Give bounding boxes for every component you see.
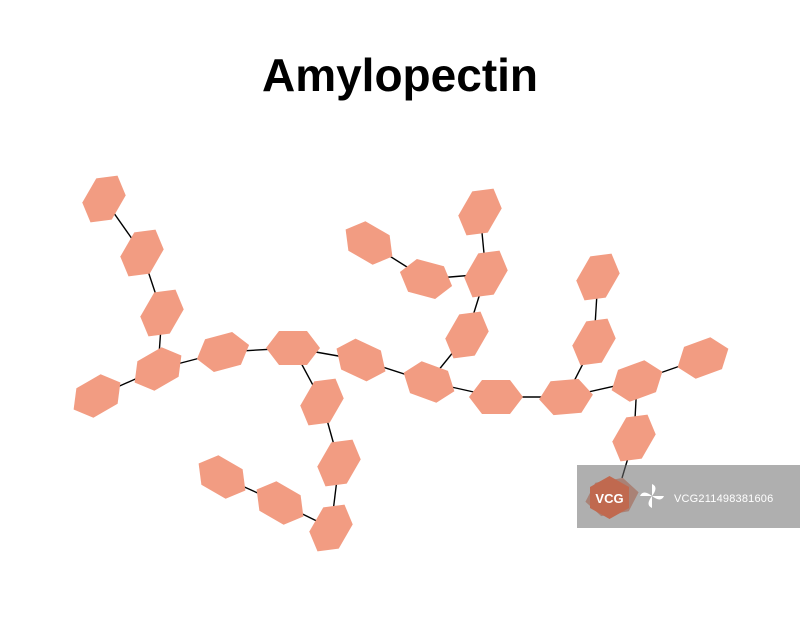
glucose-unit [403,361,455,403]
vcg-logo: VCG [590,476,629,519]
glucose-unit [612,414,656,462]
diagram-title: Amylopectin [261,49,539,101]
svg-text:VCG: VCG [595,491,623,506]
glucose-unit [300,378,344,426]
glucose-unit [134,347,182,391]
glucose-unit [469,380,523,414]
pinwheel-icon [640,484,664,508]
glucose-unit [256,481,304,525]
glucose-unit [266,331,320,365]
glucose-unit [82,175,126,223]
glucose-units [73,175,729,552]
glucose-unit [445,311,489,359]
glucose-unit [196,331,250,373]
glucose-unit [464,250,508,298]
glucose-unit [677,337,729,379]
glucose-unit [73,374,121,418]
glucose-unit [120,229,164,277]
glucose-unit [576,253,620,301]
glucose-unit [539,378,593,416]
glucose-unit [458,188,502,236]
glucose-unit [309,504,353,552]
glucose-unit [140,289,184,337]
glucose-unit [336,338,386,382]
glucose-unit [611,360,663,402]
glucose-unit [198,455,246,499]
glucose-unit [572,318,616,366]
watermark-id: VCG211498381606 [674,493,774,505]
glucose-unit [399,258,453,300]
glucose-unit [345,221,393,265]
glucose-unit [317,439,361,487]
watermark: VCG VCG211498381606 [577,465,800,528]
